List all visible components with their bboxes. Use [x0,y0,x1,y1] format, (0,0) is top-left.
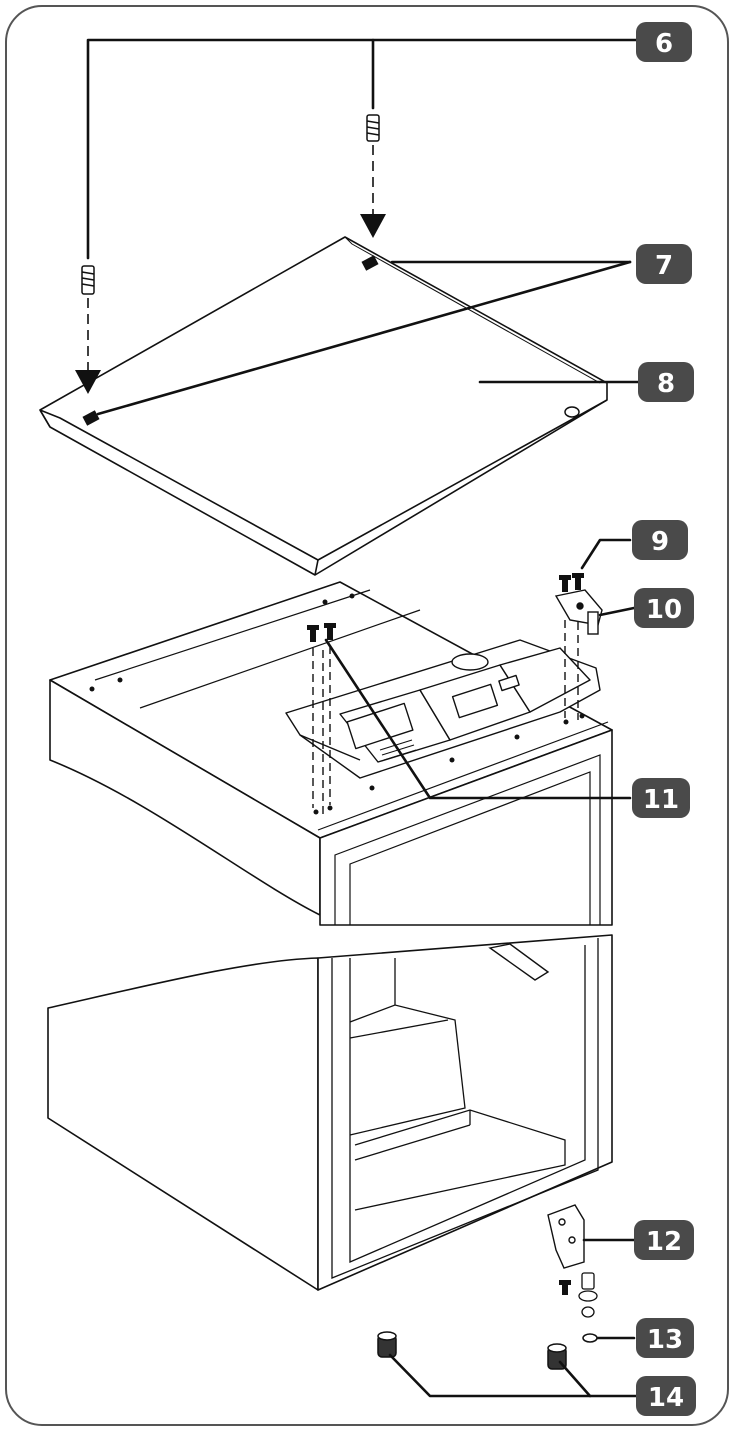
cabinet-top-holes [89,593,585,815]
callout-12: 12 [634,1220,694,1260]
callout-label: 12 [646,1227,682,1257]
cabinet-lower-body [47,934,613,1291]
cover-insert-slot-rear [361,255,379,271]
callout-badge [636,1376,696,1416]
callout-badge [636,244,692,284]
callout-label: 10 [646,595,682,625]
callout-11: 11 [632,778,690,818]
callout-label: 8 [657,369,675,399]
callout-badge [634,1220,694,1260]
callout-label: 11 [643,785,679,815]
cabinet-liner-lines [94,589,609,925]
shelf-rail [488,943,550,981]
callout-8: 8 [638,362,694,402]
callout-badge [638,362,694,402]
callout-9: 9 [632,520,688,560]
hinge-pin-parts [578,1272,598,1318]
callout-badge [632,778,690,818]
hinge-screws [559,573,584,592]
hinge-bracket-bottom [547,1204,585,1269]
callout-label: 9 [651,527,669,557]
control-panel-plate [285,639,601,779]
hinge-bolt [559,1280,571,1295]
hinge-drop-guides [564,620,579,720]
cover-insert-slot-front [82,410,100,426]
callout-13: 13 [636,1318,694,1358]
callout-badge [636,22,692,62]
callout-7: 7 [636,244,692,284]
cabinet-inner-liner [331,938,599,1279]
cover-hole [564,406,580,418]
callout-label: 7 [655,251,673,281]
top-cover-panel [39,236,608,576]
callout-label: 13 [647,1325,683,1355]
adjustable-foot-left [377,1331,397,1358]
callout-label: 14 [648,1383,684,1413]
control-plate-drop-guides [312,646,331,815]
hinge-bracket-top [554,589,603,635]
callout-badge [632,520,688,560]
callout-6: 6 [636,22,692,62]
washer [582,1333,598,1343]
arrow-down-icon [360,214,386,238]
callout-14: 14 [636,1376,696,1416]
callout-10: 10 [634,588,694,628]
callout-badge [636,1318,694,1358]
callout-badge [634,588,694,628]
callout-label: 6 [655,29,673,59]
arrow-down-icon [75,370,101,394]
screw-front [81,265,95,295]
leader-lines [86,38,640,1398]
screw-rear [366,114,380,142]
control-plate-screws [307,623,336,642]
